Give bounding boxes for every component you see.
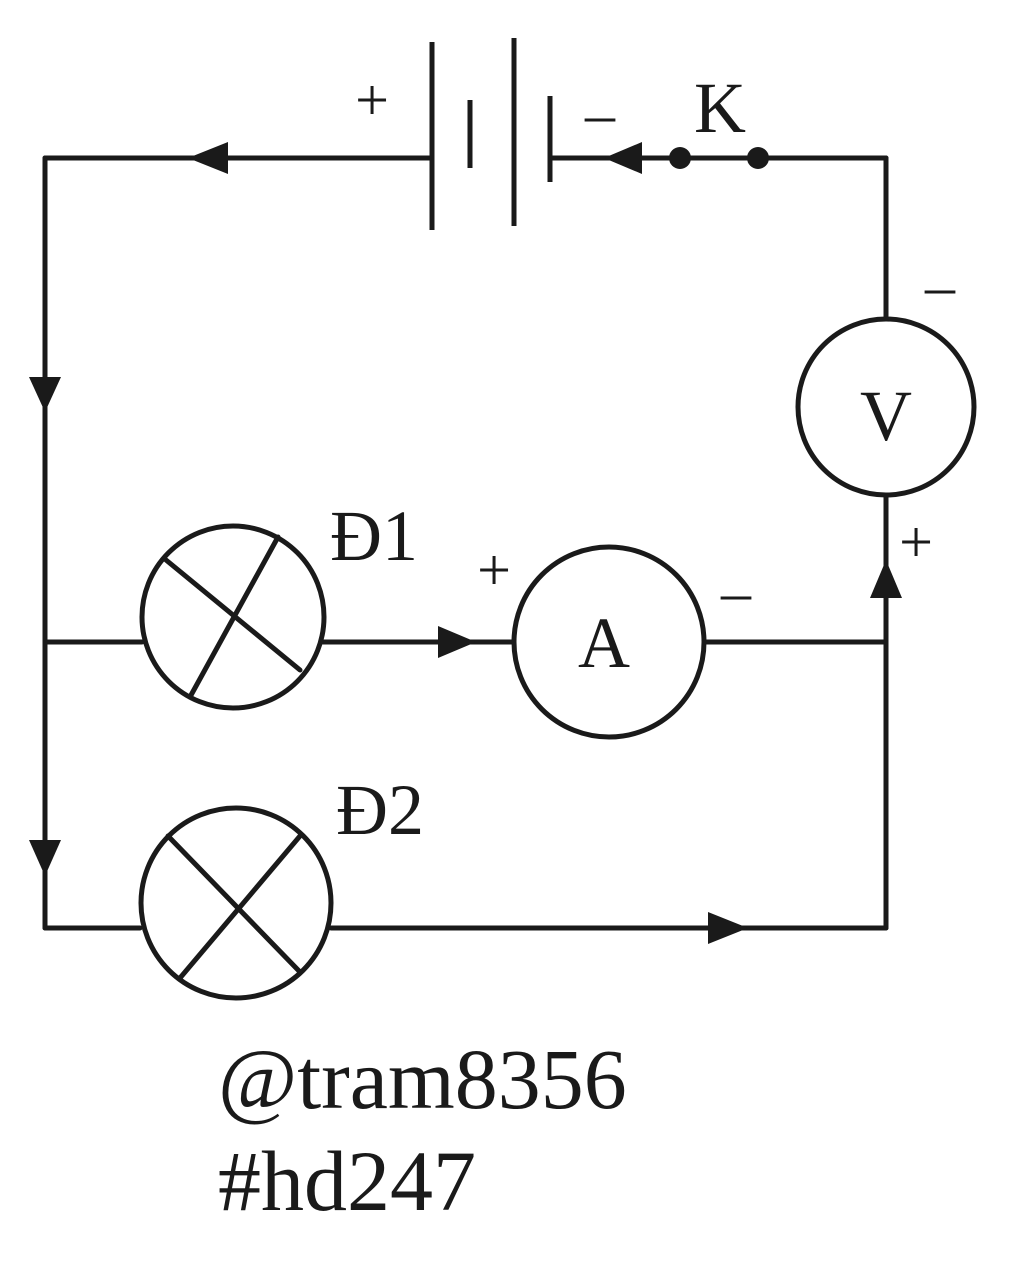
watermark-line-2: #hd247 [218,1133,476,1229]
battery-plus-sign: + [355,67,389,133]
ammeter-circle [511,544,707,740]
battery-minus-sign: – [584,81,616,147]
lamp-2: Đ2 [138,770,424,1001]
voltmeter-plus-sign: + [899,509,933,575]
arrow-right-icon [438,626,476,658]
current-arrows [29,142,902,944]
arrow-up-icon [870,560,902,598]
lamp-1: Đ1 [139,496,418,711]
switch-k: K [669,68,769,169]
arrow-right-icon [708,912,748,944]
arrow-left-icon [188,142,228,174]
switch-label: K [694,68,746,148]
wires [42,155,889,931]
ammeter: A + – [477,537,752,740]
lamp1-label: Đ1 [330,496,418,576]
arrow-left-icon [604,142,642,174]
arrow-down-icon [29,840,61,876]
lamp1-cross-line [187,534,281,700]
watermark-line-1: @tram8356 [218,1031,627,1127]
lamp2-cross-line [177,833,303,981]
ammeter-minus-sign: – [720,559,752,625]
voltmeter: V – + [795,253,977,575]
voltmeter-symbol: V [860,376,912,456]
ammeter-symbol: A [578,603,630,683]
ammeter-plus-sign: + [477,537,511,603]
voltmeter-minus-sign: – [924,253,956,319]
battery: + – [355,38,616,230]
voltmeter-circle [795,316,977,498]
lamp2-cross-line [165,833,303,975]
lamp2-label: Đ2 [336,770,424,850]
watermark: @tram8356 #hd247 [218,1031,627,1229]
arrow-down-icon [29,377,61,412]
